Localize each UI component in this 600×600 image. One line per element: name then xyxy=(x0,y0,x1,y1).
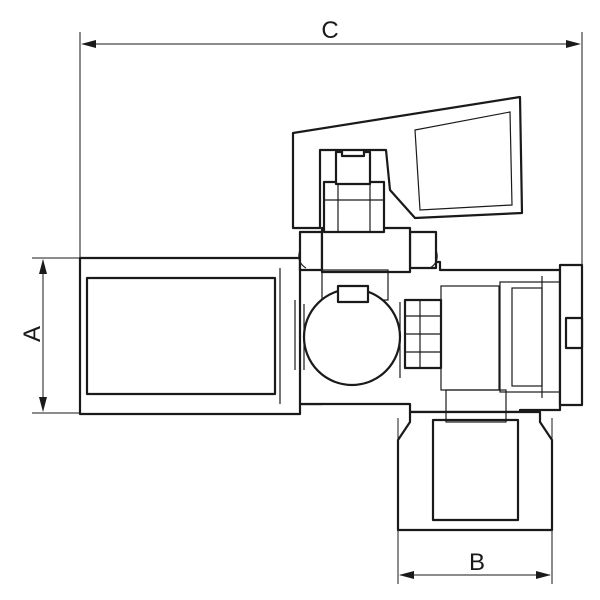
outlet-flange-slot xyxy=(564,316,584,350)
neck-right xyxy=(408,230,438,270)
butterfly-handle xyxy=(291,95,524,230)
arrow-a-bottom xyxy=(39,397,47,412)
ball-assembly xyxy=(302,269,500,391)
ball xyxy=(302,287,402,387)
dimension-c: C xyxy=(79,17,583,268)
arrow-a-top xyxy=(39,259,47,274)
inner-chamber xyxy=(440,285,500,391)
outlet-seat xyxy=(499,281,561,393)
handle-wing-recess xyxy=(414,111,513,211)
lower-outlet-bore xyxy=(431,418,520,522)
neck-fillet-left xyxy=(298,249,307,269)
neck-fillet-right xyxy=(429,249,438,269)
inlet-thread-bore xyxy=(85,276,277,396)
handle-assembly xyxy=(291,95,524,234)
arrow-b-left xyxy=(399,571,414,579)
arrow-c-left xyxy=(81,40,96,48)
dimension-c-label: C xyxy=(321,17,338,44)
stem-nut xyxy=(322,180,386,234)
dimension-a: A xyxy=(19,257,80,414)
arrow-b-right xyxy=(536,571,551,579)
bonnet xyxy=(320,226,412,274)
arrow-c-right xyxy=(566,40,581,48)
neck-left xyxy=(298,230,324,272)
dimension-b-label: B xyxy=(469,549,485,576)
stem-tang xyxy=(336,284,370,304)
dimension-a-label: A xyxy=(19,326,46,342)
